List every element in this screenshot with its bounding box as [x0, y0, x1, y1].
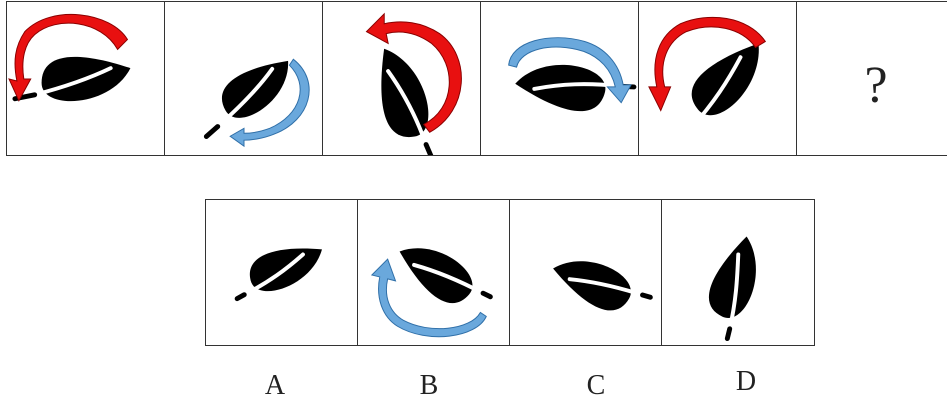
- sequence-cell-4: [480, 1, 640, 156]
- leaf-icon: [234, 248, 322, 302]
- option-c-label: C: [586, 370, 606, 401]
- leaf-with-red-arrow-icon: [8, 13, 131, 102]
- sequence-cell-question: ?: [796, 1, 947, 156]
- sequence-cell-2: [164, 1, 324, 156]
- leaf-with-blue-arrow-icon: [370, 248, 493, 338]
- sequence-cell-1: [6, 1, 166, 156]
- option-a-label: A: [264, 370, 286, 401]
- leaf-icon: [708, 236, 756, 342]
- sequence-cell-3: [322, 1, 482, 156]
- sequence-cell-5: [638, 1, 798, 156]
- sequence-strip: ?: [6, 1, 947, 156]
- options-strip: [205, 199, 815, 346]
- option-b-cell[interactable]: [357, 199, 511, 346]
- leaf-with-red-arrow-icon: [365, 12, 462, 155]
- option-d-cell[interactable]: [661, 199, 815, 346]
- leaf-with-blue-arrow-icon: [508, 37, 637, 112]
- leaf-icon: [553, 261, 653, 311]
- option-b-label: B: [419, 370, 439, 401]
- option-a-cell[interactable]: [205, 199, 359, 346]
- question-mark: ?: [864, 57, 888, 114]
- option-c-cell[interactable]: [509, 199, 663, 346]
- leaf-with-red-arrow-icon: [648, 16, 767, 139]
- leaf-with-blue-arrow-icon: [203, 58, 310, 148]
- option-d-label: D: [735, 366, 757, 397]
